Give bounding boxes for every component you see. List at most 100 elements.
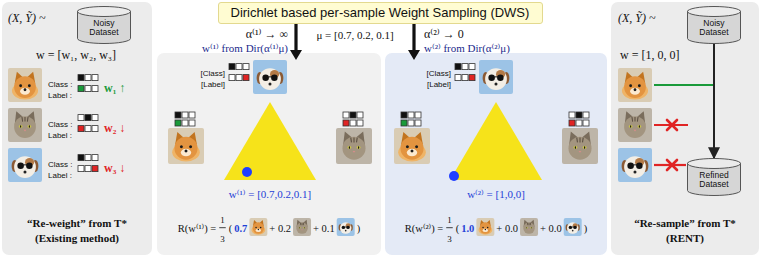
sunglasses-lens <box>346 226 349 229</box>
cylinder-text: Noisy Dataset <box>692 19 736 37</box>
text-label: (X, Ỹ) ~ <box>8 8 46 26</box>
class-cell <box>78 155 84 161</box>
cat-pupil <box>575 146 576 149</box>
sunglasses-lens <box>627 162 634 169</box>
cat-eye <box>530 227 532 228</box>
label-cell <box>92 86 98 92</box>
formula-term: 1 <box>220 215 225 225</box>
math-label: Class : <box>48 160 72 169</box>
dog-eye <box>260 227 261 228</box>
math-label: w = [1, 0, 0] <box>620 48 679 62</box>
panel-heading: “Re-sample” from T* <box>634 216 736 230</box>
cat-stripe <box>24 117 25 122</box>
fraction-bar <box>219 227 226 228</box>
class-cell <box>78 75 84 81</box>
cat-head <box>624 116 646 138</box>
dog-head <box>340 222 352 234</box>
label-cell <box>85 166 91 172</box>
cat-head <box>14 116 36 138</box>
math-label: w⁽¹⁾ = [0.7,0.2,0.1] <box>229 188 311 200</box>
dog-head <box>259 68 281 90</box>
dog-nose <box>411 150 414 153</box>
sunglasses-lens <box>569 226 572 229</box>
formula-term: 3 <box>220 234 225 244</box>
sunglasses-bridge <box>633 164 636 165</box>
formula-term: + 0.0 <box>496 223 518 234</box>
cat-eye <box>357 146 361 149</box>
cat-head <box>296 222 308 234</box>
class-cell <box>469 64 475 70</box>
class-cell <box>455 64 461 70</box>
panel-ground <box>2 2 152 255</box>
dog-eye <box>19 84 22 87</box>
dog-muzzle <box>630 88 640 95</box>
dog-photo <box>394 128 430 164</box>
sunglasses-bridge <box>494 76 497 77</box>
class-cell <box>182 112 188 118</box>
class-cell <box>92 115 98 121</box>
dataset-cylinder: Refined Dataset <box>687 158 741 196</box>
dog-photo <box>8 148 42 182</box>
class-cell <box>85 155 91 161</box>
text-label: w = [1, 0, 0] <box>620 45 679 63</box>
text-label: + 0.0 <box>540 218 562 236</box>
cat-head <box>568 137 591 160</box>
cat-nose <box>579 151 582 153</box>
cat-eye <box>19 125 23 128</box>
dog-photo <box>249 218 267 236</box>
label-cell <box>569 120 575 126</box>
text-label: 1 <box>447 209 452 227</box>
cylinder-top <box>78 7 131 17</box>
sunglasses-lens <box>573 226 576 229</box>
dog-nose <box>634 88 637 91</box>
dog-head <box>14 76 36 98</box>
class-cell <box>343 112 349 118</box>
dog-muzzle <box>256 228 261 232</box>
cat-pupil <box>20 125 21 128</box>
simplex-triangle <box>224 102 316 180</box>
class-cell <box>189 112 195 118</box>
label-cell <box>78 126 84 132</box>
math-label: w₁ ↑ <box>104 81 125 95</box>
cat-nose <box>634 130 637 132</box>
cat-photo <box>336 128 372 164</box>
math-label: w = [w₁, w₂, w₃] <box>36 48 116 62</box>
dog-head <box>480 222 492 234</box>
dog-nose <box>485 229 486 230</box>
class-cell <box>92 75 98 81</box>
dog-eye <box>189 145 192 148</box>
cat-eye <box>638 125 642 128</box>
photo-backdrop <box>476 218 494 236</box>
formula-term: ) <box>584 223 588 234</box>
text-label: Class : <box>48 153 72 171</box>
label-cell <box>92 126 98 132</box>
formula-term: + 0.2 <box>269 223 291 234</box>
cat-pupil <box>584 146 585 149</box>
dog-nose <box>258 229 259 230</box>
text-label: α⁽¹⁾ → ∞ <box>246 24 288 42</box>
math-label: Label : <box>48 171 72 180</box>
sunglasses-bridge <box>572 226 574 227</box>
simplex-triangle <box>450 102 542 180</box>
math-label: Label : <box>48 131 72 140</box>
dog-nose <box>345 230 347 232</box>
dog-eye <box>255 227 256 228</box>
class-label-bars <box>78 155 98 172</box>
dog-eye <box>629 84 632 87</box>
text-label: ) <box>584 218 588 236</box>
class-cell <box>350 112 356 118</box>
cat-head <box>523 222 535 234</box>
cat-eye <box>583 146 587 149</box>
cat-pupil <box>639 125 640 128</box>
dog-nose <box>24 88 27 91</box>
math-label: w₃ ↓ <box>104 161 125 175</box>
cat-pupil <box>349 146 350 149</box>
dog-photo <box>618 68 652 102</box>
cat-stripe <box>21 117 23 122</box>
text-label: 3 <box>220 228 225 246</box>
dog-nose <box>494 82 497 85</box>
class-cell <box>462 64 468 70</box>
formula-term: + 0.0 <box>540 223 562 234</box>
panel-heading: “Re-weight” from T* <box>27 216 127 230</box>
text-label: [Class] <box>427 62 451 80</box>
